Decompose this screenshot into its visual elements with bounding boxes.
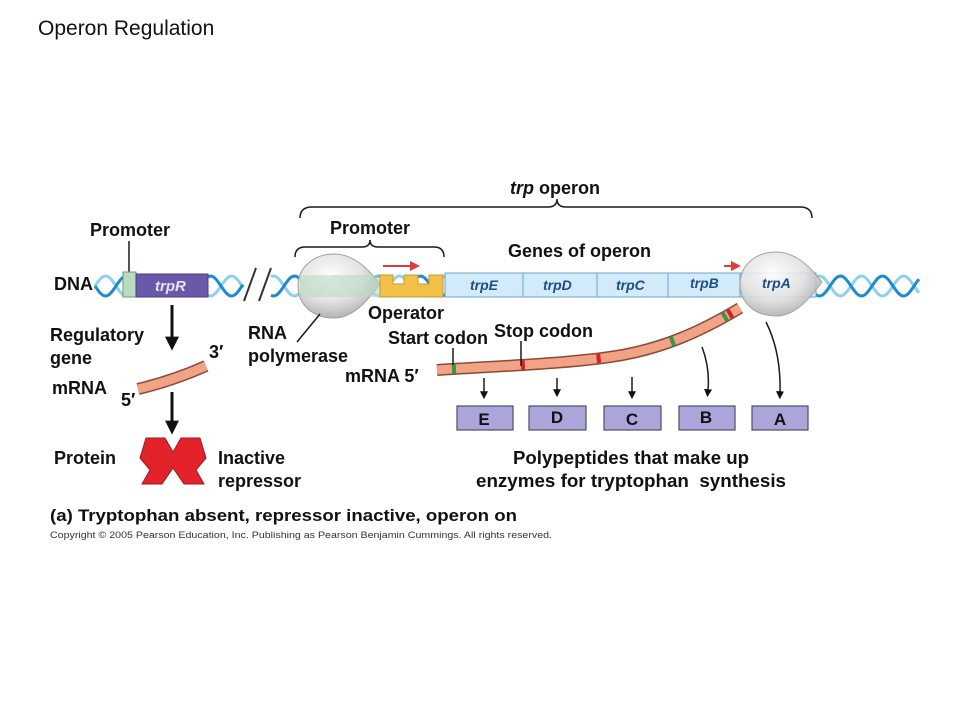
trpR-gene-label: trpR — [155, 278, 186, 295]
inactive-repressor-protein — [139, 437, 207, 485]
copyright-notice: Copyright © 2005 Pearson Education, Inc.… — [50, 530, 552, 540]
operon-brace — [299, 198, 813, 219]
gene-box-trpE — [444, 272, 524, 298]
polypeptide-box-d — [528, 405, 587, 431]
operon-promoter-label: Promoter — [330, 218, 410, 238]
gene-box-trpB — [667, 272, 741, 298]
start-codon-label: Start codon — [388, 328, 488, 348]
regulatory-promoter-label: Promoter — [90, 220, 170, 240]
trpR-gene-box — [135, 273, 209, 298]
translation-arrow-a — [765, 321, 785, 400]
operon-promoter-region — [300, 275, 380, 297]
gene-label-trpC: trpC — [616, 277, 646, 293]
operator-region — [379, 274, 444, 298]
operon-label: trp operon — [510, 178, 600, 198]
polypeptides-label-line1: Polypeptides that make up — [513, 448, 749, 468]
gene-box-trpD — [522, 272, 598, 298]
operon-label-italic: trp — [510, 178, 534, 198]
rna-polymerase-pointer — [296, 313, 321, 343]
translation-arrow-b — [701, 346, 713, 398]
repressor-mrna-3-end: 3′ — [209, 342, 223, 362]
operator-label: Operator — [368, 303, 444, 323]
slide-title: Operon Regulation — [38, 17, 214, 40]
polypeptide-box-c — [603, 405, 662, 431]
regulatory-gene-label-line1: Regulatory — [50, 325, 144, 345]
rna-polymerase-label-line2: polymerase — [248, 346, 348, 366]
gene-label-trpE: trpE — [470, 277, 499, 293]
polypeptide-box-e — [456, 405, 514, 431]
repressor-label-line1: Inactive — [218, 448, 285, 468]
polypeptide-box-b — [678, 405, 736, 431]
dna-label: DNA — [54, 274, 93, 294]
polypeptide-label-c: C — [626, 410, 638, 429]
gene-label-trpB: trpB — [690, 275, 719, 291]
polypeptide-label-e: E — [478, 410, 489, 429]
rna-polymerase-label-line1: RNA — [248, 323, 287, 343]
polypeptide-label-a: A — [774, 410, 786, 429]
figure-caption: (a) Tryptophan absent, repressor inactiv… — [50, 506, 517, 525]
gene-label-trpA: trpA — [762, 275, 791, 291]
operon-label-rest: operon — [534, 178, 600, 198]
dna-break-slash-2 — [258, 267, 272, 302]
gene-label-trpD: trpD — [543, 277, 572, 293]
polypeptides-label-line2: enzymes for tryptophan synthesis — [476, 471, 786, 491]
repressor-mrna-5-end: 5′ — [121, 390, 135, 410]
genes-of-operon-label: Genes of operon — [508, 241, 651, 261]
dna-break-slash-1 — [243, 267, 257, 302]
protein-label: Protein — [54, 448, 116, 468]
operon-mrna-label: mRNA 5′ — [345, 366, 419, 386]
rna-polymerase-transcribing — [739, 251, 823, 317]
polypeptide-label-b: B — [700, 408, 712, 427]
promoter-brace — [294, 239, 445, 258]
regulatory-promoter-box — [122, 271, 137, 298]
polypeptide-label-d: D — [551, 408, 563, 427]
repressor-label-line2: repressor — [218, 471, 301, 491]
regulatory-gene-label-line2: gene — [50, 348, 92, 368]
gene-box-trpC — [596, 272, 669, 298]
repressor-mrna-label: mRNA — [52, 378, 107, 398]
polypeptides: E D C B A — [456, 405, 809, 431]
repressor-mrna-strand — [136, 361, 208, 394]
polypeptide-box-a — [751, 405, 809, 431]
stop-codon-label: Stop codon — [494, 321, 593, 341]
